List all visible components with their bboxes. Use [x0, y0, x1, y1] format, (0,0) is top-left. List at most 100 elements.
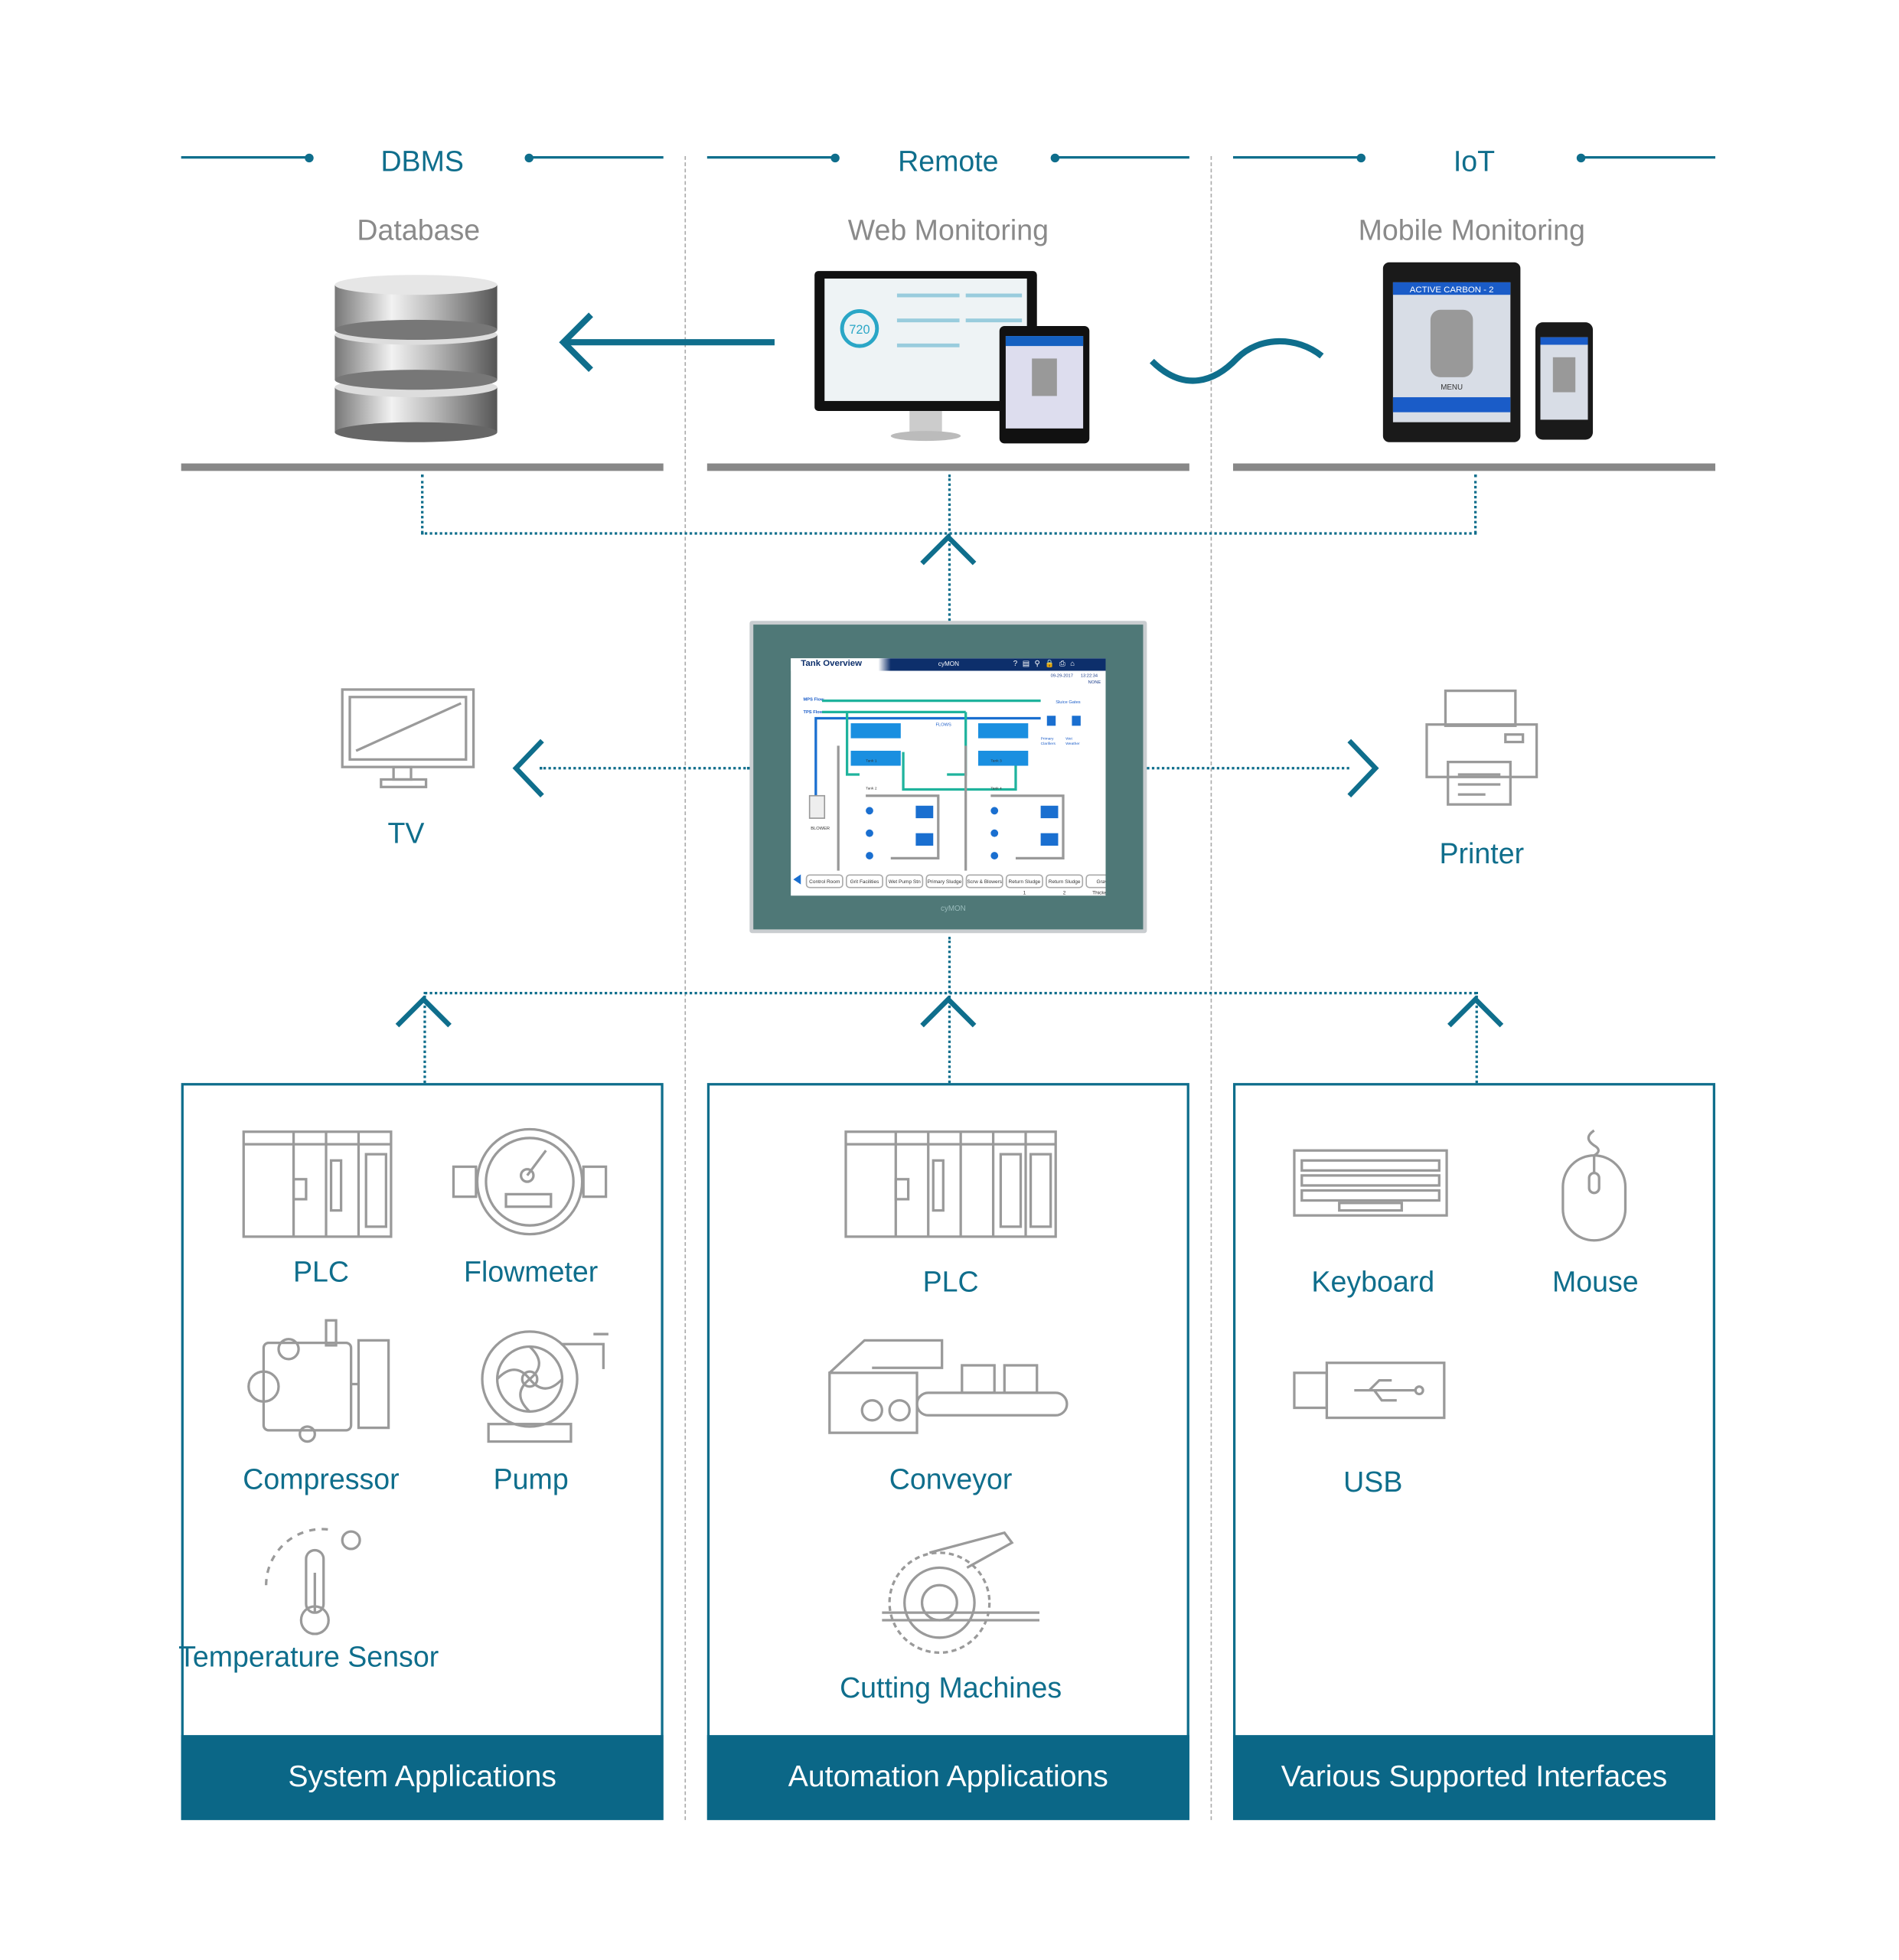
column-divider	[684, 156, 687, 1821]
iot-header: IoT	[1453, 145, 1496, 178]
hmi-primary-clarifiers: Primary Clarifiers	[1040, 735, 1056, 746]
mobile-screen-menu: MENU	[1441, 383, 1463, 392]
hmi-sluice-gates: Sluice Gates	[1056, 700, 1081, 705]
header-line	[706, 156, 835, 159]
chevron-left-icon	[512, 739, 544, 797]
hmi-nav-wet-pump-stn[interactable]: Wet Pump Stn	[886, 874, 924, 889]
plc-label: PLC	[292, 1255, 349, 1288]
connector-line	[948, 937, 951, 1084]
hmi-nav-return-sludge-2[interactable]: Return Sludge 2	[1046, 874, 1084, 895]
keyboard-label: Keyboard	[1311, 1265, 1435, 1298]
hmi-blower: BLOWER	[811, 825, 830, 831]
flowmeter-icon	[452, 1127, 608, 1236]
tv-label: TV	[387, 817, 425, 850]
plc-label: PLC	[922, 1265, 979, 1298]
temperature-sensor-icon	[265, 1528, 361, 1636]
header-line	[1580, 156, 1716, 159]
chevron-up-icon	[395, 996, 452, 1028]
printer-label: Printer	[1439, 837, 1525, 870]
mouse-icon	[1561, 1129, 1627, 1242]
cutting-machines-label: Cutting Machines	[840, 1671, 1062, 1704]
chevron-right-icon	[1347, 739, 1379, 797]
hmi-flows: FLOWS	[935, 722, 951, 727]
header-dot	[830, 153, 840, 163]
hmi-wet-weather: Wet Weather	[1065, 735, 1080, 746]
hmi-panel: Tank Overview cyMON ?▤⚲🔒⎙⌂ 09-29-2017 13…	[749, 621, 1147, 934]
connector-line	[423, 991, 426, 1084]
database-icon	[334, 275, 498, 442]
tv-icon	[341, 688, 475, 788]
flowmeter-label: Flowmeter	[464, 1255, 599, 1288]
connector-line	[948, 475, 951, 621]
hmi-time: 13:22:34	[1080, 673, 1098, 679]
hmi-nav-grit-facilities[interactable]: Grit Facilities	[845, 874, 883, 889]
hmi-brand: cyMON	[938, 660, 959, 669]
hmi-toolbar-icons[interactable]: ?▤⚲🔒⎙⌂	[1013, 660, 1080, 669]
web-monitoring-subtitle: Web Monitoring	[847, 214, 1049, 246]
printer-icon	[1425, 689, 1538, 806]
conveyor-label: Conveyor	[889, 1463, 1013, 1495]
supported-interfaces-footer: Various Supported Interfaces	[1232, 1735, 1716, 1821]
hmi-nav-return-sludge-1[interactable]: Return Sludge 1	[1005, 874, 1043, 895]
pump-icon	[481, 1330, 609, 1443]
remote-header: Remote	[898, 145, 999, 178]
automation-applications-footer: Automation Applications	[706, 1735, 1189, 1821]
database-subtitle: Database	[357, 214, 481, 246]
compressor-label: Compressor	[243, 1463, 400, 1495]
hmi-nav-bar: Control Room Grit Facilities Wet Pump St…	[805, 874, 1106, 895]
system-applications-footer: System Applications	[181, 1735, 664, 1821]
hmi-date: 09-29-2017	[1050, 673, 1073, 679]
usb-label: USB	[1343, 1465, 1403, 1499]
system-applications-box: PLC Flowmeter Compressor Pump Temperatur…	[178, 1083, 664, 1821]
header-line	[181, 156, 309, 159]
platform-bar	[1232, 463, 1716, 471]
header-line	[528, 156, 664, 159]
automation-applications-box: PLC Conveyor Cutting Machines Automation…	[706, 1083, 1189, 1821]
platform-bar	[181, 463, 664, 471]
hmi-nav-primary-sludge[interactable]: Primary Sludge	[925, 874, 964, 889]
connector-line	[421, 475, 424, 533]
connector-line	[1147, 767, 1349, 770]
platform-bar	[706, 463, 1189, 471]
web-monitoring-devices-icon: 720	[814, 271, 1090, 444]
header-dot	[1356, 153, 1366, 163]
dbms-header: DBMS	[380, 145, 464, 178]
column-divider	[1210, 156, 1212, 1821]
connector-line	[421, 532, 1477, 535]
conveyor-icon	[828, 1339, 1069, 1434]
cutting-machine-icon	[882, 1531, 1039, 1655]
connector-line	[1473, 475, 1477, 533]
chevron-up-icon	[1447, 996, 1504, 1028]
supported-interfaces-box: Keyboard Mouse USB Various Supported Int…	[1232, 1083, 1716, 1821]
hmi-nav-gravity-thickening[interactable]: Gravity Thickening	[1085, 874, 1106, 895]
header-line	[1232, 156, 1361, 159]
connector-line	[424, 991, 1477, 995]
keyboard-icon	[1293, 1149, 1448, 1217]
hmi-nav-control-room[interactable]: Control Room	[805, 874, 843, 889]
hmi-title: Tank Overview	[801, 659, 863, 669]
hmi-screen: Tank Overview cyMON ?▤⚲🔒⎙⌂ 09-29-2017 13…	[791, 658, 1106, 896]
pump-label: Pump	[493, 1463, 569, 1495]
hmi-tank-label: Tank 4	[990, 785, 1002, 791]
hmi-bezel-logo: cyMON	[941, 905, 966, 914]
hmi-process-diagram	[793, 700, 1104, 885]
hmi-nav-scrw-blowers[interactable]: Scrw & Blowers	[965, 874, 1003, 889]
mobile-screen-title: ACTIVE CARBON - 2	[1410, 285, 1494, 295]
chevron-up-icon	[920, 996, 977, 1028]
header-dot	[305, 153, 314, 163]
mouse-label: Mouse	[1552, 1265, 1639, 1298]
plc-icon	[844, 1130, 1057, 1238]
chevron-up-icon	[920, 533, 977, 566]
mobile-devices-icon: ACTIVE CARBON - 2 MENU	[1382, 262, 1594, 442]
connector-line	[1475, 991, 1478, 1084]
hmi-tank-label: Tank 1	[866, 758, 877, 764]
arrow-left-icon	[559, 312, 775, 373]
connector-line	[540, 767, 750, 770]
hmi-mps-flow: MPS Flow	[803, 696, 824, 703]
header-line	[1054, 156, 1189, 159]
hmi-tank-label: Tank 3	[990, 758, 1002, 764]
hmi-tps-flow: TPS Flow	[803, 709, 824, 715]
hmi-status: NONE	[1088, 679, 1101, 685]
compressor-icon	[247, 1319, 390, 1443]
